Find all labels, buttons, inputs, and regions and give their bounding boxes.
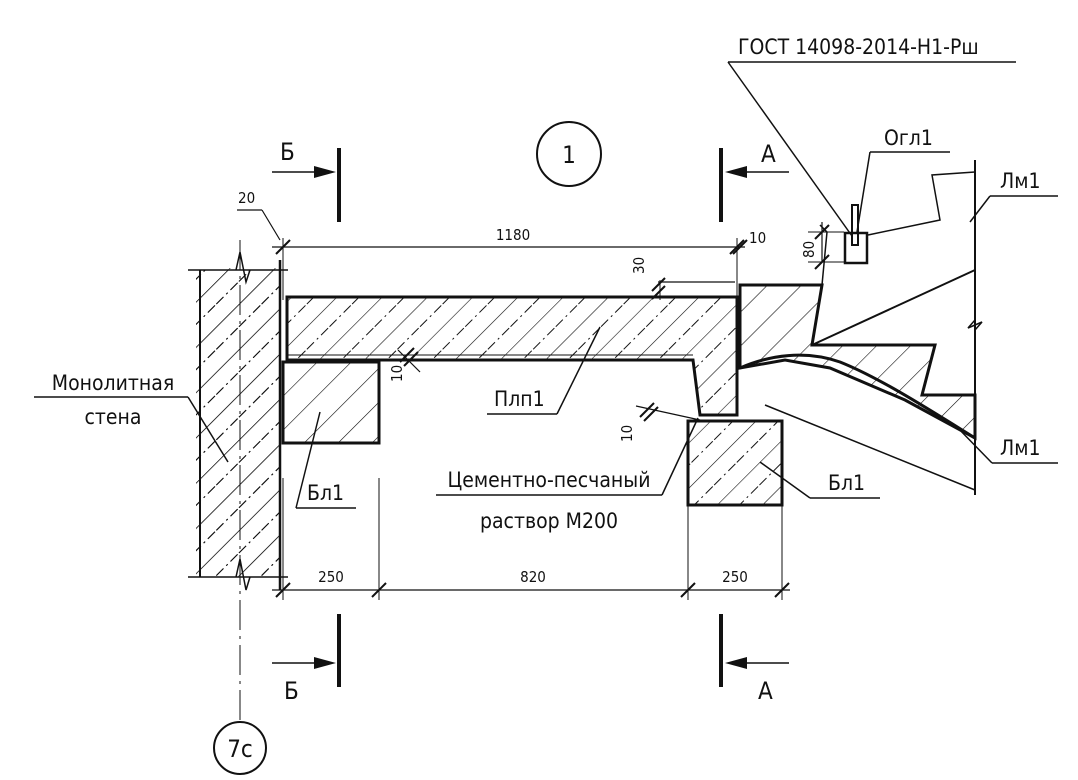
label-plp1: Плп1: [487, 326, 601, 415]
section-label-a-bottom: А: [758, 677, 773, 705]
dim-block-right-width: 250: [722, 568, 748, 586]
section-marker-a-top: А: [719, 140, 789, 222]
label-lm1-top: Лм1: [969, 169, 1058, 223]
dim-mortar-right: 10: [618, 425, 636, 442]
dim-slab-length: 1180: [496, 226, 530, 244]
label-wall-line1: Монолитная: [52, 371, 174, 395]
section-marker-b-top: Б: [272, 138, 341, 222]
detail-number: 1: [562, 141, 576, 169]
label-bl1-right-text: Бл1: [828, 471, 865, 495]
axis-label: 7с: [227, 735, 253, 763]
label-ogl1: Огл1: [856, 126, 950, 233]
dim-gap-wall: 20: [238, 189, 255, 207]
section-label-b-bottom: Б: [284, 677, 299, 705]
dim-block-left-width: 250: [318, 568, 344, 586]
dimension-20: 20: [237, 189, 281, 241]
label-monolithic-wall: Монолитная стена: [34, 371, 229, 463]
dim-recess-depth: 30: [630, 257, 648, 274]
dim-gap-right: 10: [749, 229, 766, 247]
detail-number-marker: 1: [536, 121, 602, 187]
dim-height-80: 80: [800, 241, 818, 258]
label-mortar-line1: Цементно-песчаный: [448, 468, 651, 492]
label-plp1-text: Плп1: [494, 387, 545, 411]
railing-anchor-ogl1: [843, 204, 869, 265]
block-bl1-right: [686, 419, 784, 507]
label-bl1-left: Бл1: [295, 411, 356, 509]
label-wall-line2: стена: [85, 405, 142, 429]
dimension-1180: 1180 10: [272, 226, 766, 300]
monolithic-wall: [188, 240, 288, 725]
dim-span: 820: [520, 568, 546, 586]
dimension-80: 80: [800, 222, 844, 270]
label-bl1-right: Бл1: [759, 461, 880, 499]
dimension-bottom-chain: 250 820 250: [272, 478, 790, 600]
label-mortar: Цементно-песчаный раствор М200: [436, 417, 699, 533]
stair-flight-lm1: [738, 160, 983, 495]
label-lm1-bottom-text: Лм1: [1000, 436, 1040, 460]
gost-label: ГОСТ 14098-2014-Н1-Рш: [738, 35, 979, 59]
dim-mortar-left: 10: [388, 365, 406, 382]
block-bl1-left: [281, 360, 381, 445]
label-lm1-top-text: Лм1: [1000, 169, 1040, 193]
gost-callout: ГОСТ 14098-2014-Н1-Рш: [727, 35, 1016, 237]
label-mortar-line2: раствор М200: [480, 509, 618, 533]
dimension-mortar-left: 10: [388, 347, 421, 382]
dimension-30: 30: [630, 257, 735, 300]
section-label-a-top: А: [761, 140, 776, 168]
label-ogl1-text: Огл1: [884, 126, 933, 150]
dimension-mortar-right: 10: [618, 402, 701, 442]
label-bl1-left-text: Бл1: [307, 481, 344, 505]
section-marker-a-bottom: А: [719, 614, 789, 705]
label-lm1-bottom: Лм1: [954, 424, 1058, 464]
section-marker-b-bottom: Б: [272, 614, 341, 705]
axis-marker: 7с: [213, 721, 267, 775]
section-label-b-top: Б: [280, 138, 295, 166]
